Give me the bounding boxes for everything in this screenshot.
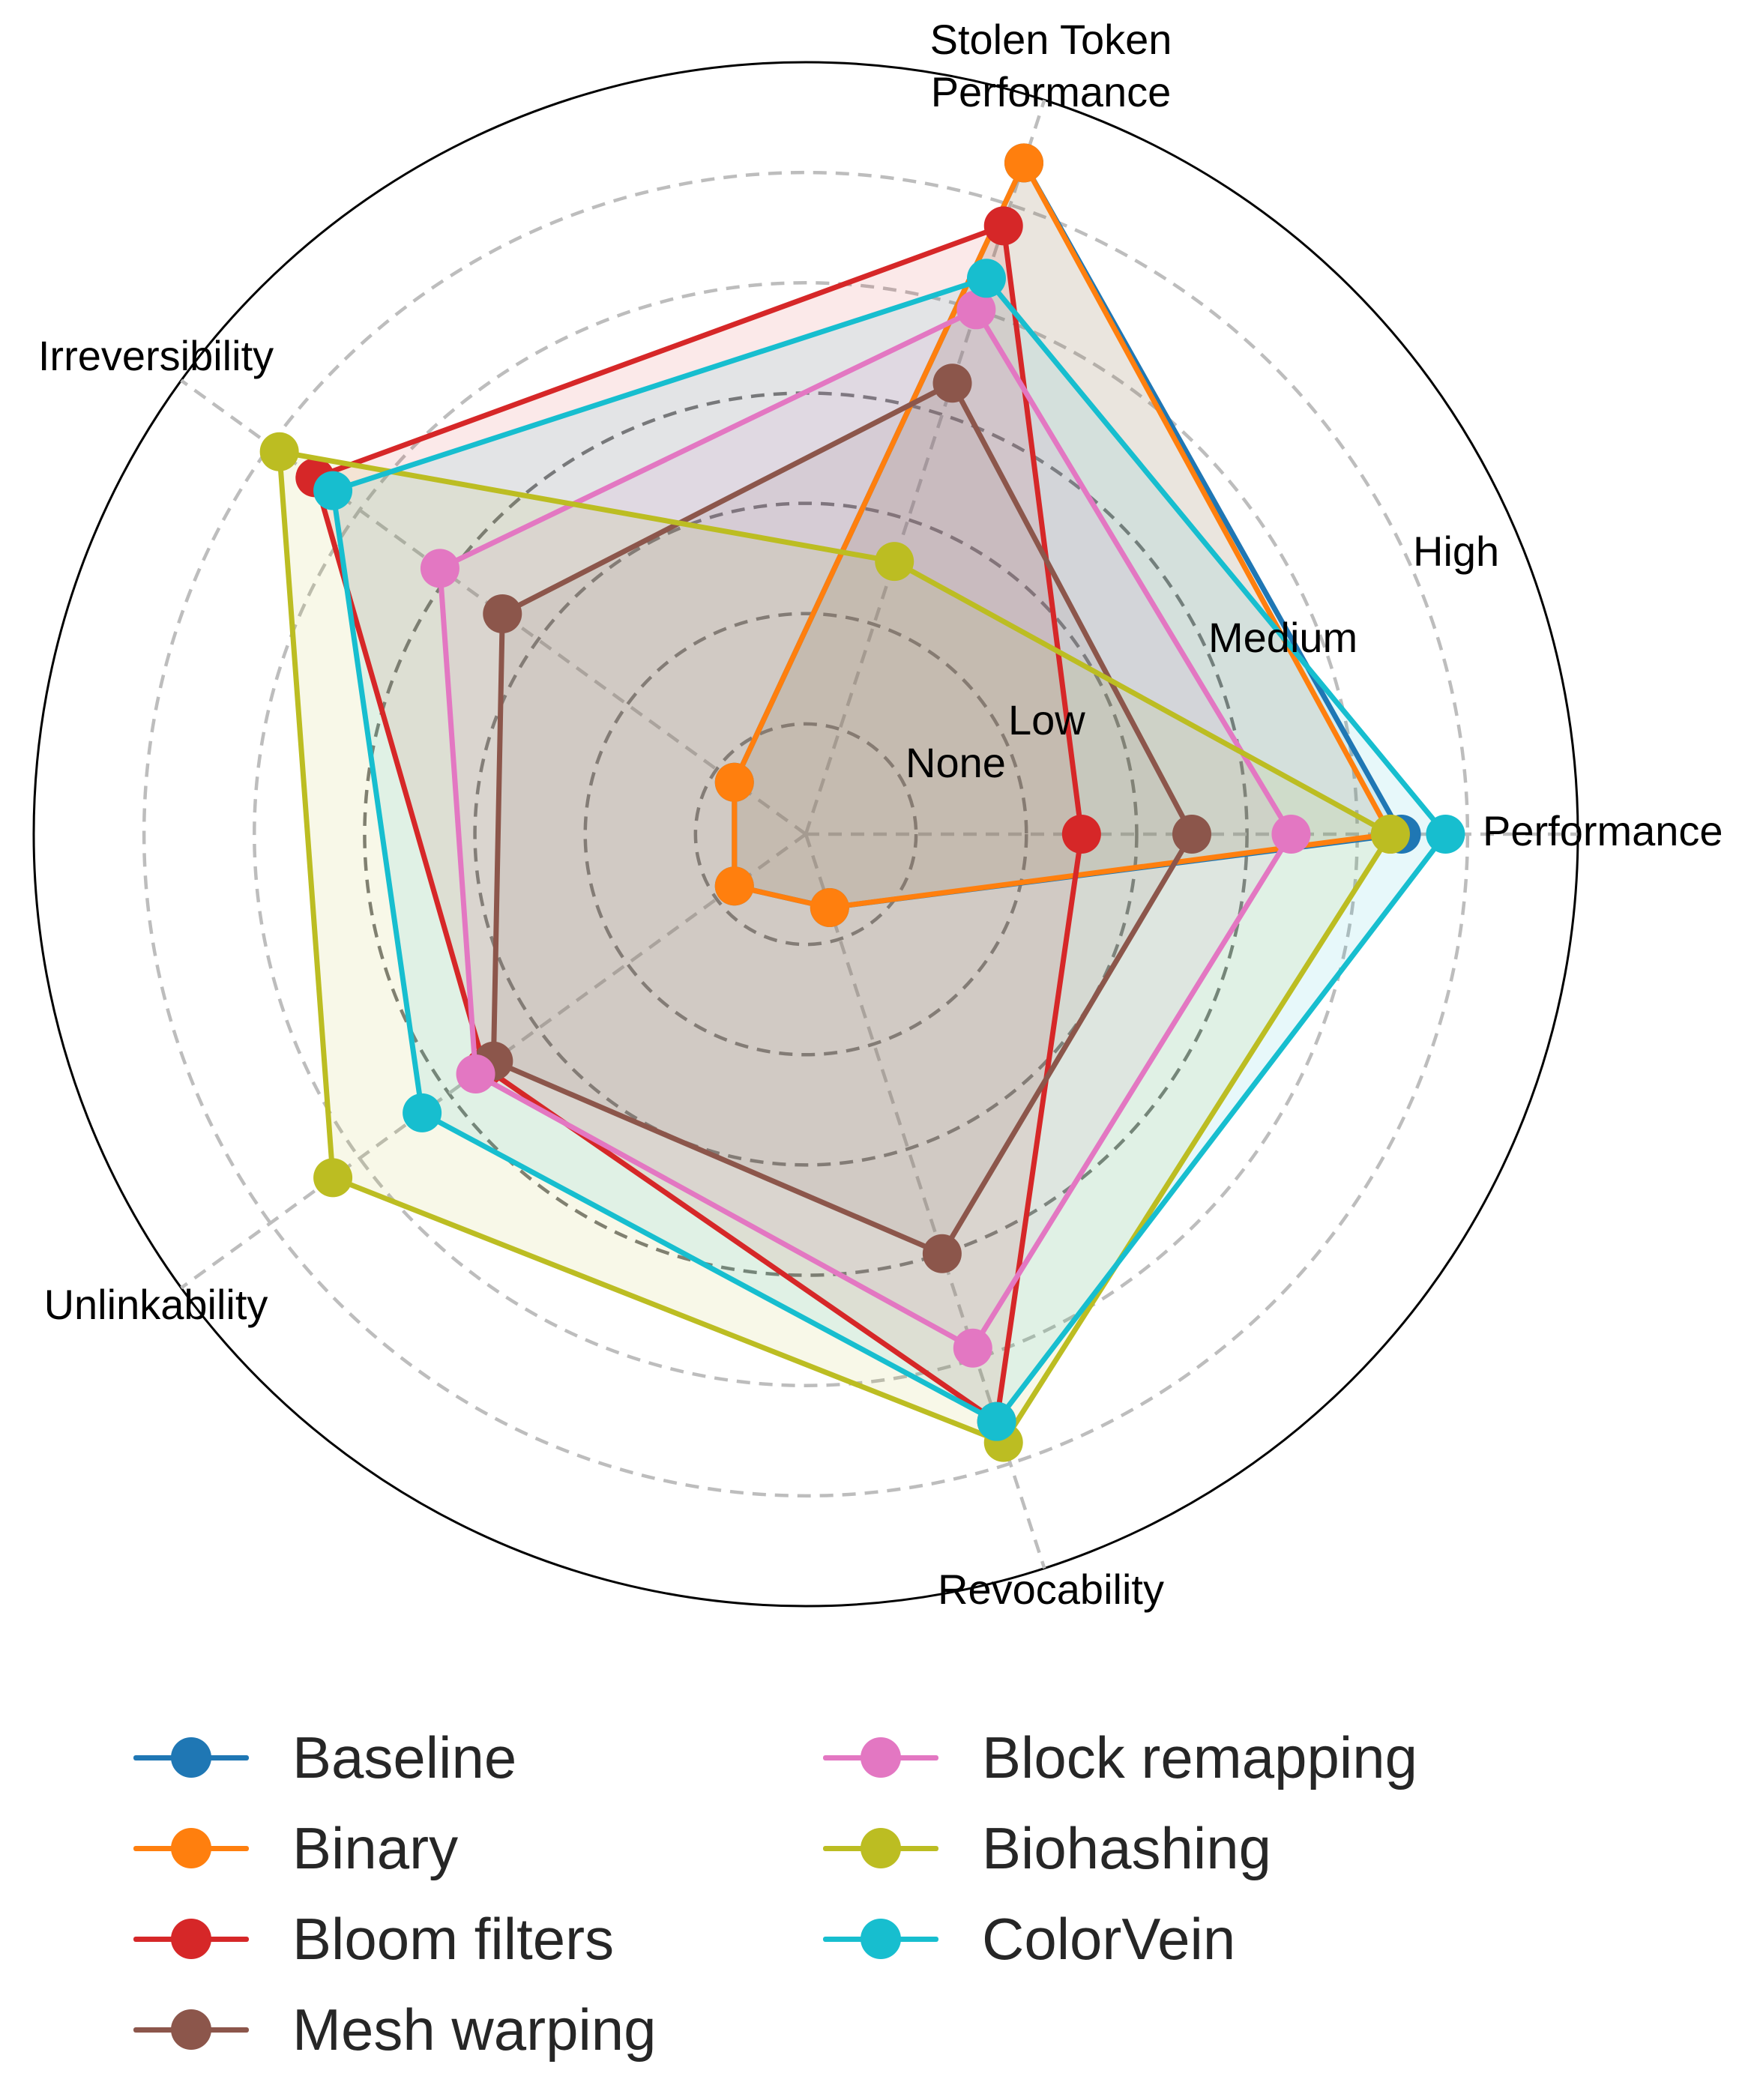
data-point [875, 542, 914, 582]
data-point [1271, 815, 1311, 854]
data-point [966, 259, 1006, 298]
axis-label-0: Performance [1483, 807, 1723, 854]
data-point [714, 866, 754, 906]
data-point [483, 594, 522, 633]
data-point [403, 1093, 442, 1132]
series-fill-5 [279, 451, 1390, 1443]
data-point [983, 206, 1023, 246]
data-point [1370, 815, 1410, 854]
legend-label: Baseline [292, 1724, 517, 1790]
grid-circle-3 [473, 501, 1139, 1167]
data-point [420, 549, 459, 588]
legend-item: Binary [127, 1807, 458, 1889]
legend-label: Block remapping [982, 1724, 1417, 1790]
ring-label-medium: Medium [1208, 614, 1357, 661]
series-line [437, 307, 1294, 1351]
series-5 [259, 432, 1410, 1462]
series-line [312, 223, 1085, 1425]
legend-label: Bloom filters [292, 1905, 615, 1972]
legend-label: ColorVein [982, 1905, 1236, 1972]
data-point [932, 363, 972, 403]
legend-label: Biohashing [982, 1814, 1271, 1881]
data-point [922, 1234, 962, 1273]
ring-label-low: Low [1008, 696, 1085, 743]
ring-label-none: None [905, 739, 1006, 786]
series-line [277, 449, 1393, 1446]
grid-circle-2 [583, 612, 1028, 1057]
data-point [1172, 815, 1211, 854]
data-point [313, 471, 353, 510]
series-4 [420, 290, 1311, 1368]
spoke-1 [804, 99, 1046, 835]
legend-swatch [817, 1822, 944, 1874]
ring-label-high: High [1413, 528, 1499, 575]
series-fill-3 [493, 383, 1192, 1254]
legend-swatch [817, 1913, 944, 1965]
legend-swatch [127, 1913, 255, 1965]
legend-item: Biohashing [817, 1807, 1271, 1889]
radar-series [259, 143, 1465, 1462]
legend-swatch [127, 1731, 255, 1784]
series-line [330, 275, 1448, 1425]
legend-swatch [127, 2003, 255, 2056]
legend-label: Mesh warping [292, 1996, 657, 2063]
data-point [714, 762, 754, 802]
data-point [953, 1328, 992, 1368]
legend-label: Binary [292, 1814, 459, 1881]
series-fill-2 [315, 226, 1082, 1422]
legend-swatch [127, 1822, 255, 1874]
series-line [490, 380, 1195, 1257]
series-fill-4 [439, 310, 1292, 1348]
data-point [313, 1158, 353, 1198]
legend-item: Block remapping [817, 1716, 1417, 1799]
data-point [259, 432, 299, 471]
grid-circle-1 [693, 722, 918, 947]
series-3 [474, 363, 1211, 1273]
data-point [1004, 143, 1044, 183]
legend-swatch [817, 1731, 944, 1784]
series-6 [313, 259, 1465, 1441]
data-point [1426, 815, 1465, 854]
legend-item: ColorVein [817, 1898, 1235, 1980]
legend-item: Baseline [127, 1716, 516, 1799]
spoke-4 [804, 833, 1046, 1569]
data-point [1061, 815, 1101, 854]
data-point [977, 1401, 1016, 1441]
axis-label-4: Revocability [938, 1566, 1164, 1613]
axis-label-3: Unlinkability [44, 1281, 268, 1328]
data-point [956, 290, 996, 330]
series-fill-6 [333, 278, 1446, 1422]
legend-item: Bloom filters [127, 1898, 614, 1980]
series-line [732, 160, 1393, 911]
axis-label-2: Irreversibility [38, 332, 274, 379]
series-fill-0 [734, 163, 1402, 908]
data-point [810, 887, 849, 927]
legend-item: Mesh warping [127, 1988, 657, 2071]
data-point [456, 1054, 495, 1094]
